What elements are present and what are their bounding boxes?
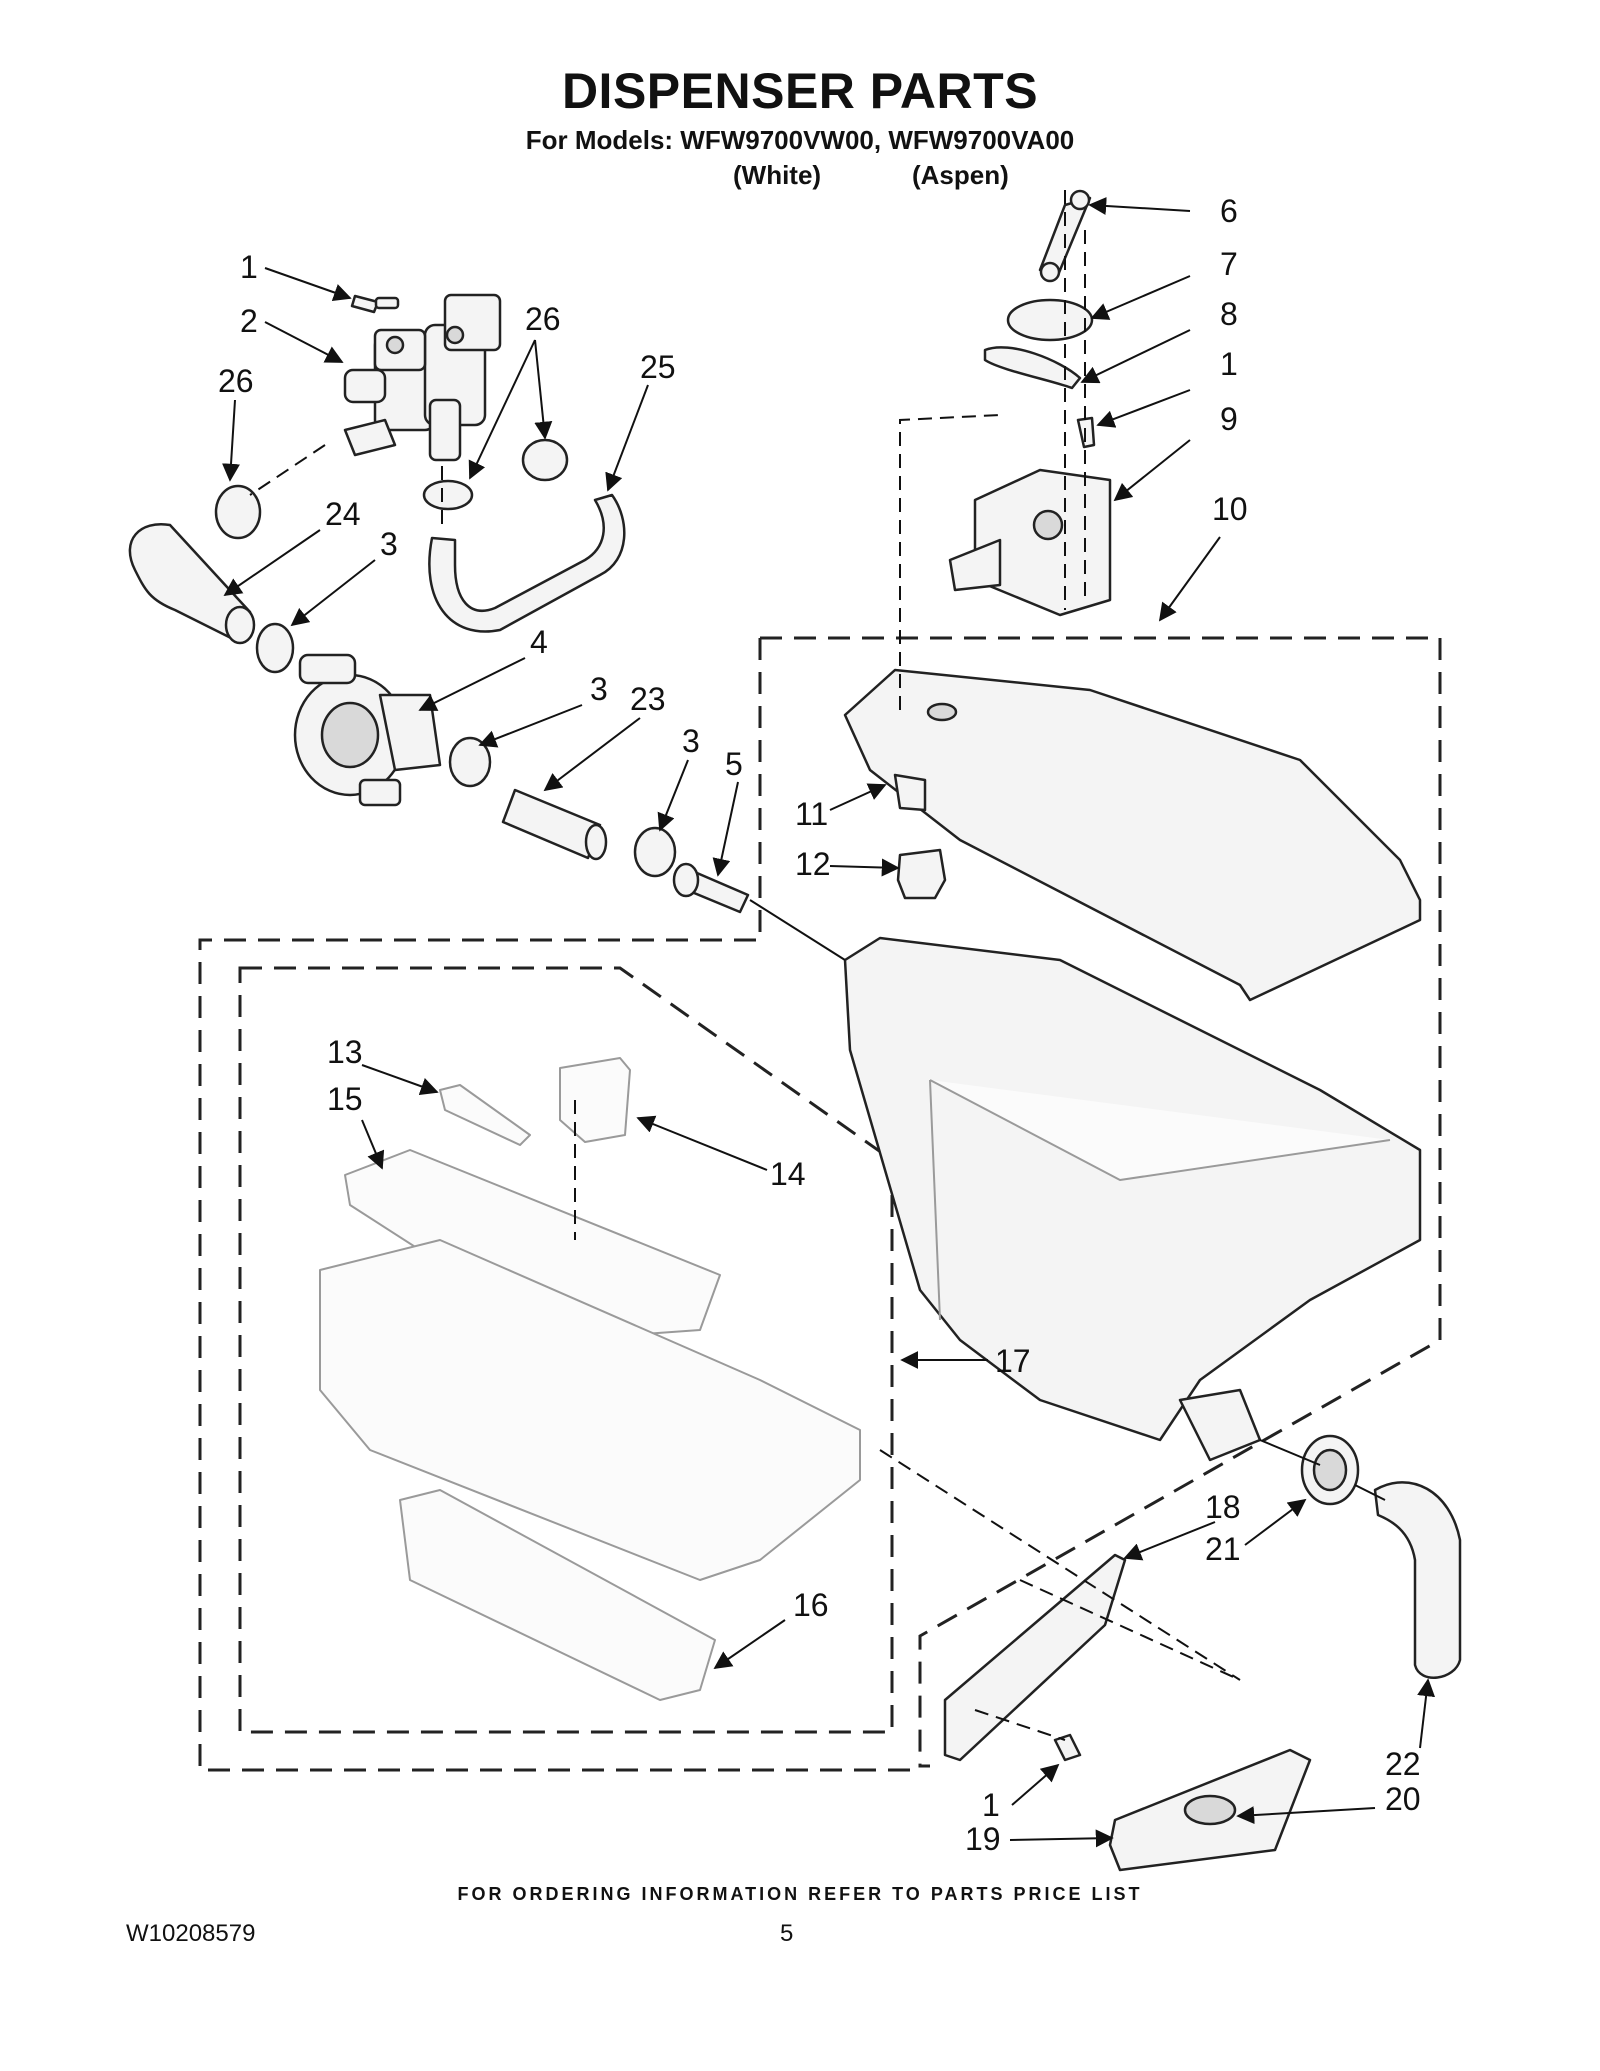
housing-group-box (760, 636, 1442, 1768)
clamp-3-c (633, 826, 677, 878)
clip-11 (893, 773, 927, 812)
callout-9-motor: 9 (1220, 401, 1238, 437)
callout-4-inlet: 4 (530, 624, 548, 660)
hose-23 (501, 788, 602, 860)
hose-24 (128, 522, 252, 642)
valve-screw (350, 294, 400, 314)
callout-3-clamp-c: 3 (682, 723, 700, 759)
ordering-note: FOR ORDERING INFORMATION REFER TO PARTS … (457, 1884, 1143, 1904)
water-valve (343, 293, 502, 462)
callout-13-siphon: 13 (327, 1034, 363, 1070)
models-line: For Models: WFW9700VW00, WFW9700VA00 (525, 125, 1075, 155)
panel-18 (943, 1553, 1127, 1762)
housing-lid-10 (843, 668, 1422, 1002)
tray-16 (399, 1489, 716, 1701)
badge-20 (1183, 1794, 1237, 1826)
cap-14 (559, 1057, 631, 1143)
plate-8 (983, 346, 1082, 390)
callout-1-valve-screw: 1 (240, 249, 258, 285)
callout-3-clamp-a: 3 (380, 526, 398, 562)
callout-8-plate: 8 (1220, 296, 1238, 332)
callout-23-hose: 23 (630, 681, 666, 717)
callout-12-knob: 12 (795, 846, 831, 882)
inlet-housing (293, 653, 442, 807)
outer-drawer-group-box (198, 638, 920, 1772)
callout-17-drawer: 17 (995, 1343, 1031, 1379)
clamp-3-a (255, 622, 295, 674)
cam-7 (1006, 298, 1094, 342)
hose-25 (428, 493, 626, 633)
callout-25-hose: 25 (640, 349, 676, 385)
page-title: DISPENSER PARTS (561, 63, 1039, 119)
callout-14-cap: 14 (770, 1156, 806, 1192)
callout-26-left-clamp: 26 (218, 363, 254, 399)
color-white-label: (White) (733, 160, 822, 190)
callout-2-water-valve: 2 (240, 303, 258, 339)
callout-11-clip: 11 (795, 796, 828, 832)
clamp-3-b (448, 736, 492, 788)
callout-19-handle: 19 (965, 1821, 1001, 1857)
callout-3-clamp-b: 3 (590, 671, 608, 707)
inner-drawer-group-box (238, 966, 894, 1734)
callout-16-tray: 16 (793, 1587, 829, 1623)
bellows-22 (1373, 1481, 1462, 1679)
knob-12 (896, 848, 947, 900)
callout-7-cam: 7 (1220, 246, 1238, 282)
siphon-13 (439, 1084, 531, 1146)
clamp-26-center (422, 479, 474, 511)
callout-24-hose: 24 (325, 496, 361, 532)
callout-10-housing: 10 (1212, 491, 1248, 527)
motor-9 (948, 468, 1112, 617)
callout-5-tube: 5 (725, 746, 743, 782)
document-number: W10208579 (126, 1920, 256, 1947)
clamp-26-left (214, 484, 262, 540)
color-aspen-label: (Aspen) (912, 160, 1009, 190)
dispenser-housing (843, 936, 1422, 1442)
page-number: 5 (780, 1920, 794, 1947)
clamp-26-right (521, 438, 569, 482)
callout-15-drawer-lid: 15 (327, 1081, 363, 1117)
callout-6-link: 6 (1220, 193, 1238, 229)
drawer-body (319, 1239, 861, 1581)
callout-18-panel: 18 (1205, 1489, 1241, 1525)
panel-screw (1053, 1733, 1082, 1762)
callout-21-grommet: 21 (1205, 1531, 1241, 1567)
callout-1-motor-screw: 1 (1220, 346, 1238, 382)
callout-22-bellows: 22 (1385, 1746, 1421, 1782)
drawer-lid-15 (344, 1149, 721, 1341)
callout-20-badge: 20 (1385, 1781, 1421, 1817)
callout-1-panel-screw: 1 (982, 1787, 1000, 1823)
callout-26-pair-clamps: 26 (525, 301, 561, 337)
